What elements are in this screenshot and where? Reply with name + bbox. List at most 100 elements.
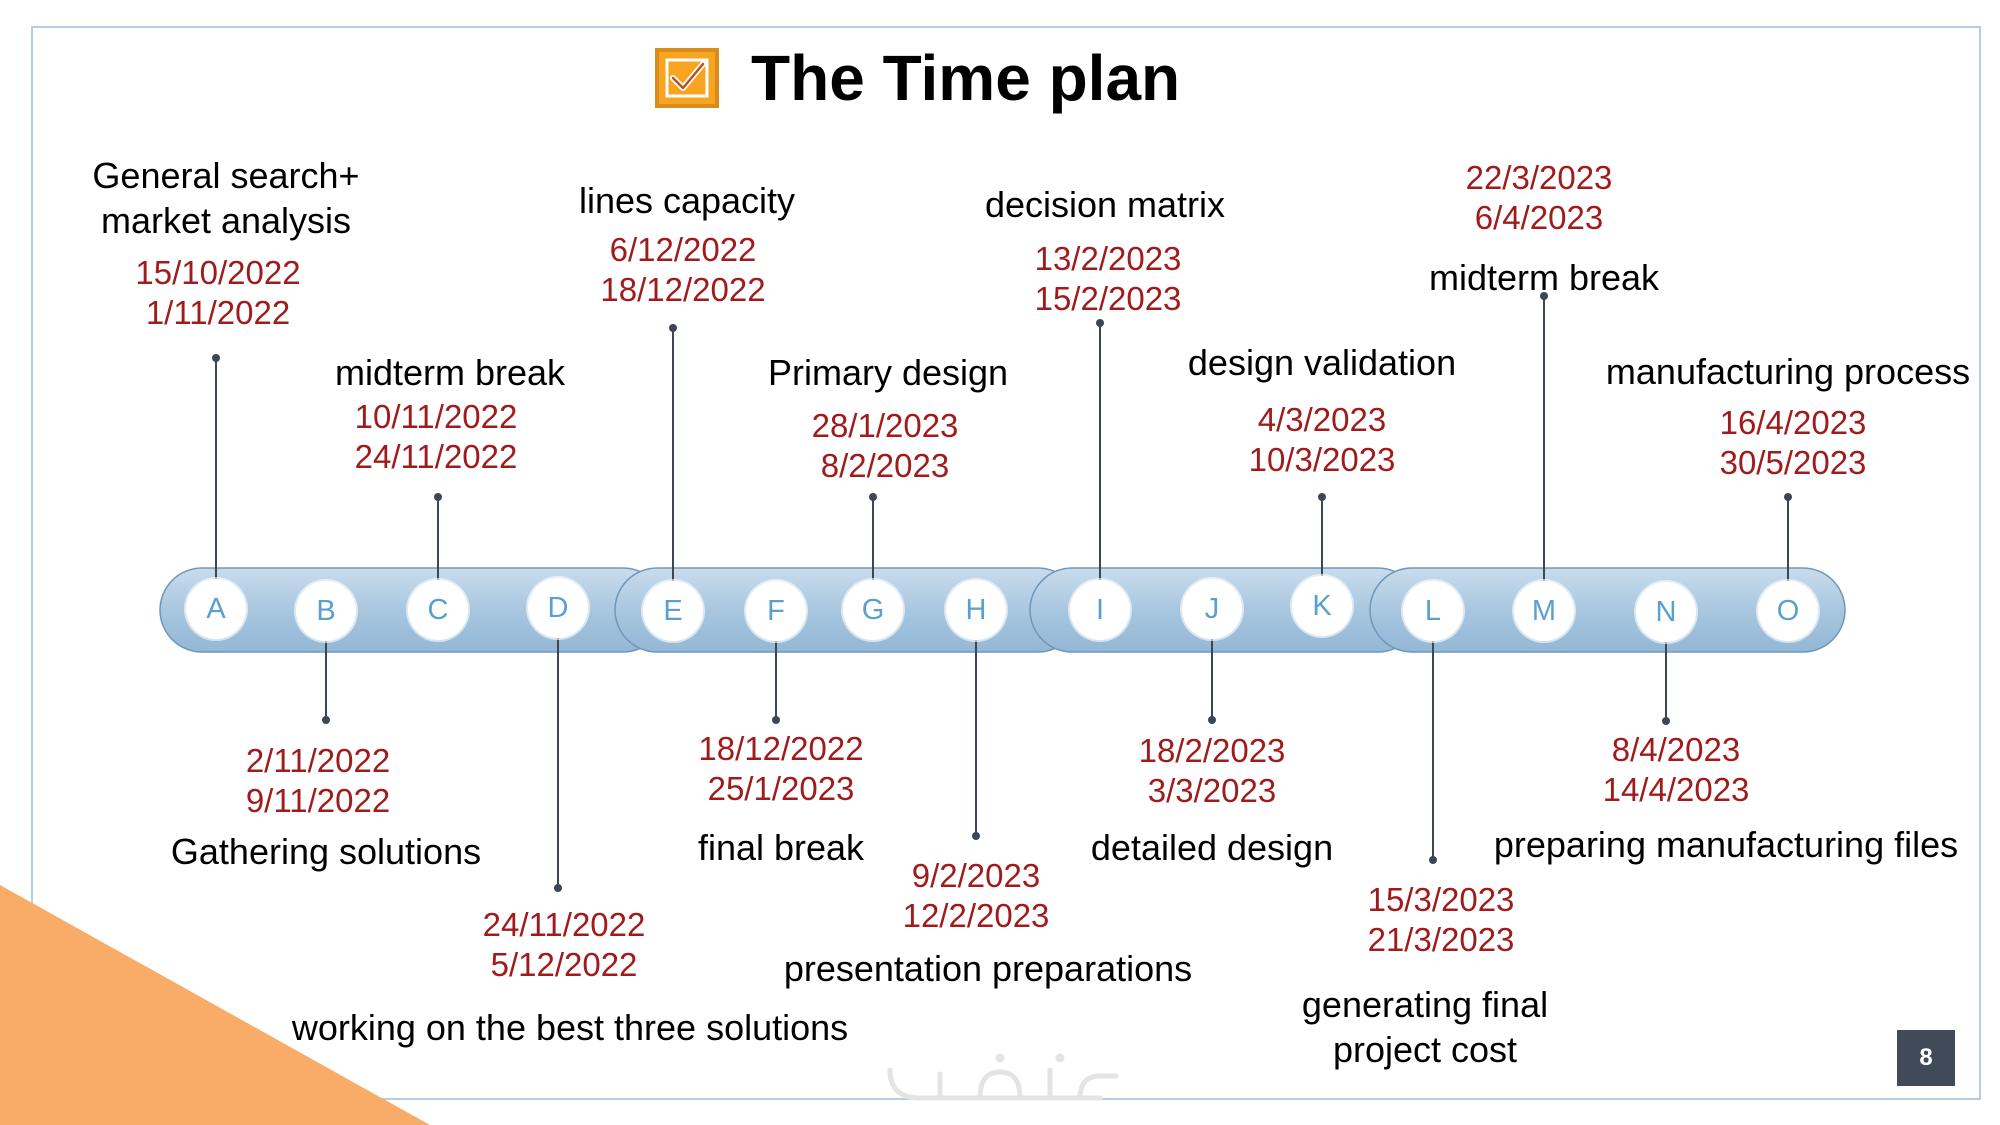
milestone-end-date: 14/4/2023 — [1602, 771, 1750, 808]
milestone-end-date: 12/2/2023 — [902, 897, 1050, 934]
connector-dot-b — [322, 716, 330, 724]
milestone-label-a: General search+market analysis — [92, 153, 359, 243]
connector-dot-o — [1784, 493, 1792, 501]
milestone-node-o: O — [1758, 581, 1818, 641]
milestone-node-b: B — [296, 581, 356, 641]
milestone-label-o: manufacturing process — [1606, 349, 1970, 394]
milestone-end-date: 30/5/2023 — [1719, 444, 1867, 481]
milestone-start-date: 4/3/2023 — [1257, 401, 1387, 438]
milestone-start-date: 22/3/2023 — [1465, 159, 1613, 196]
watermark-logo — [887, 1053, 1119, 1101]
milestone-label-line: market analysis — [100, 200, 352, 241]
milestone-label-d: working on the best three solutions — [292, 1005, 848, 1050]
milestone-label-line: General search+ — [92, 155, 360, 196]
milestone-start-date: 18/12/2022 — [698, 730, 864, 767]
connector-dot-a — [212, 354, 220, 362]
milestone-start-date: 16/4/2023 — [1719, 404, 1867, 441]
connector-dot-d — [554, 884, 562, 892]
connector-dot-k — [1318, 493, 1326, 501]
milestone-label-line: lines capacity — [578, 180, 796, 221]
title-text: The Time plan — [751, 42, 1181, 114]
milestone-label-line: final break — [697, 827, 865, 868]
milestone-start-date: 28/1/2023 — [811, 407, 959, 444]
milestone-start-date: 15/10/2022 — [135, 254, 301, 291]
milestone-label-line: project cost — [1332, 1029, 1518, 1070]
milestone-label-line: midterm break — [334, 352, 566, 393]
connector-dot-e — [669, 324, 677, 332]
milestone-node-j: J — [1182, 579, 1242, 639]
milestone-end-date: 6/4/2023 — [1474, 199, 1604, 236]
milestone-label-g: Primary design — [768, 350, 1008, 395]
milestone-label-i: decision matrix — [985, 182, 1225, 227]
milestone-label-k: design validation — [1188, 340, 1456, 385]
milestone-start-date: 18/2/2023 — [1138, 732, 1286, 769]
milestone-node-c: C — [408, 580, 468, 640]
timeline-segment-4 — [1369, 567, 1846, 653]
milestone-label-j: detailed design — [1091, 825, 1333, 870]
milestone-label-line: generating final — [1301, 984, 1549, 1025]
milestone-node-n: N — [1636, 582, 1696, 642]
milestone-node-e: E — [643, 581, 703, 641]
milestone-start-date: 8/4/2023 — [1611, 731, 1741, 768]
milestone-label-line: Gathering solutions — [170, 831, 482, 872]
milestone-end-date: 24/11/2022 — [354, 438, 518, 475]
milestone-node-f: F — [746, 581, 806, 641]
connector-dot-c — [434, 493, 442, 501]
milestone-node-m: M — [1514, 581, 1574, 641]
connector-dot-g — [869, 493, 877, 501]
milestone-end-date: 3/3/2023 — [1147, 772, 1277, 809]
milestone-end-date: 18/12/2022 — [600, 271, 766, 308]
milestone-node-g: G — [843, 580, 903, 640]
connector-dot-l — [1429, 856, 1437, 864]
milestone-label-c: midterm break — [335, 350, 565, 395]
connector-dot-i — [1096, 319, 1104, 327]
connector-dot-h — [972, 832, 980, 840]
milestone-end-date: 15/2/2023 — [1034, 280, 1182, 317]
milestone-end-date: 21/3/2023 — [1367, 921, 1515, 958]
milestone-start-date: 24/11/2022 — [482, 906, 646, 943]
milestone-node-k: K — [1292, 576, 1352, 636]
milestone-start-date: 6/12/2022 — [609, 231, 757, 268]
milestone-node-i: I — [1070, 580, 1130, 640]
milestone-start-date: 2/11/2022 — [245, 742, 391, 779]
milestone-start-date: 9/2/2023 — [911, 857, 1041, 894]
milestone-label-line: preparing manufacturing files — [1493, 824, 1959, 865]
page-number: 8 — [1897, 1030, 1955, 1086]
milestone-end-date: 25/1/2023 — [707, 770, 855, 807]
milestone-end-date: 10/3/2023 — [1248, 441, 1396, 478]
corner-decoration — [0, 885, 430, 1125]
milestone-label-line: detailed design — [1090, 827, 1334, 868]
milestone-label-b: Gathering solutions — [171, 829, 481, 874]
milestone-label-line: midterm break — [1428, 257, 1660, 298]
milestone-end-date: 5/12/2022 — [490, 946, 638, 983]
milestone-end-date: 9/11/2022 — [245, 782, 391, 819]
milestone-label-line: decision matrix — [984, 184, 1226, 225]
milestone-end-date: 1/11/2022 — [145, 294, 291, 331]
milestone-node-a: A — [186, 579, 246, 639]
milestone-label-e: lines capacity — [579, 178, 795, 223]
milestone-node-d: D — [528, 578, 588, 638]
milestone-label-h: presentation preparations — [784, 946, 1192, 991]
milestone-label-line: Primary design — [767, 352, 1009, 393]
milestone-node-h: H — [946, 580, 1006, 640]
milestone-start-date: 10/11/2022 — [354, 398, 518, 435]
milestone-label-n: preparing manufacturing files — [1494, 822, 1958, 867]
connector-dot-n — [1662, 717, 1670, 725]
page-title: The Time plan — [655, 38, 1180, 118]
